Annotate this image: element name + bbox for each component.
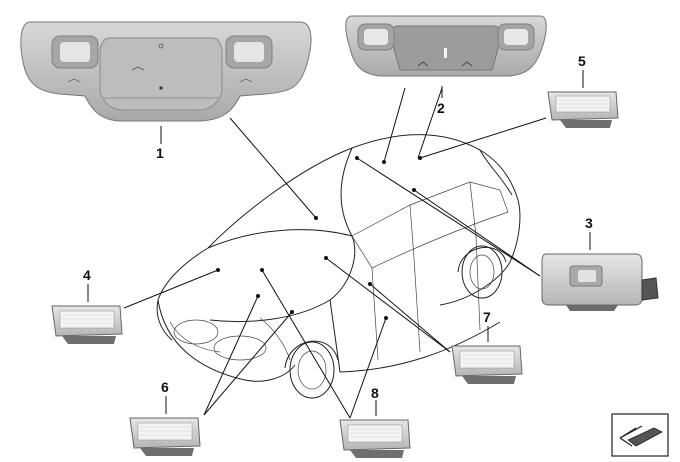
part-2-rear-interior-light [345, 15, 547, 77]
part-1-front-interior-light [20, 21, 312, 122]
part-7-lamp [451, 345, 523, 384]
part-4-lamp [51, 305, 123, 344]
part-3-control-module [541, 253, 659, 311]
part-8-lamp [339, 419, 411, 458]
callout-5: 5 [578, 53, 586, 69]
callout-7: 7 [483, 309, 491, 325]
part-6-lamp [129, 417, 201, 456]
callout-3: 3 [585, 215, 593, 231]
callout-2: 2 [437, 100, 445, 116]
orientation-arrow-icon [611, 413, 669, 457]
callout-6: 6 [161, 379, 169, 395]
part-5-lamp [547, 91, 619, 128]
callout-4: 4 [83, 267, 91, 283]
callout-8: 8 [371, 385, 379, 401]
callout-1: 1 [156, 145, 164, 161]
car-outline [156, 134, 521, 399]
leader-lines [87, 70, 591, 419]
